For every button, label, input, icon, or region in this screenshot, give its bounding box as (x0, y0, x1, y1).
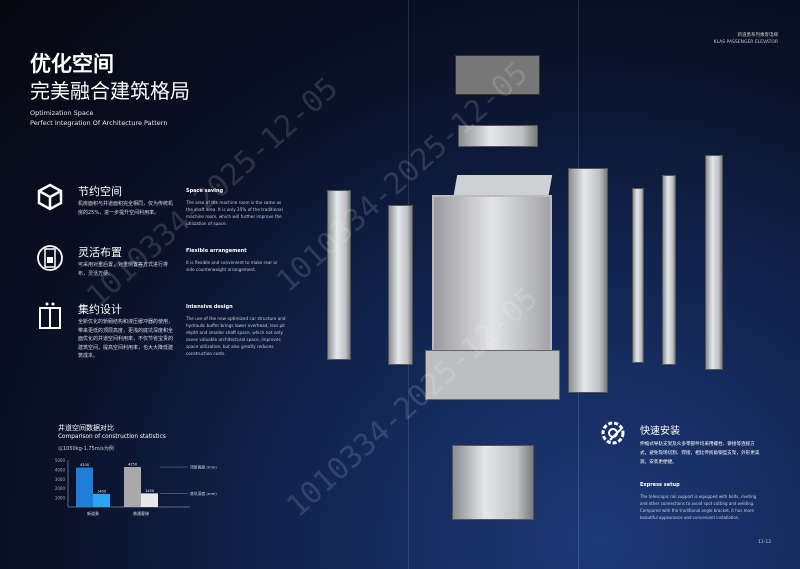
bar (93, 493, 110, 507)
bar (124, 467, 141, 507)
feature-en: Flexible arrangement It is flexible and c… (186, 248, 286, 273)
title-en2: Perfect Integration Of Architecture Patt… (30, 119, 168, 127)
cube-icon (37, 183, 63, 211)
feature-en-title: Space saving (186, 188, 224, 194)
title-line2: 完美融合建筑格局 (30, 79, 190, 103)
title-en1: Optimization Space (30, 109, 94, 117)
feature-en-text: The use of the new optimized car structu… (186, 316, 286, 356)
express-en-text: The telescopic rail support is equipped … (640, 494, 757, 520)
series-header: 新道勇系列乘客电梯 KLAS PASSENGER ELEVATOR (714, 32, 778, 46)
data-label: 1400 (97, 489, 106, 493)
title-line1: 优化空间 (30, 52, 114, 76)
chart-title: 井道空间数据对比 (58, 424, 114, 432)
header-cn: 新道勇系列乘客电梯 (737, 33, 779, 38)
elevator-car (432, 195, 552, 355)
express-text: 伸缩式导轨支架及众多零部件均采用螺栓、铆接等连接方式，避免现场切割、焊接，相比传… (640, 442, 760, 465)
feature-text: 可采用对重后置，对重侧置等方式进行排布，灵活方便。 (78, 262, 169, 277)
express-en-title: Express setup (640, 482, 680, 488)
x-tick-label: 新道勇 (87, 510, 99, 516)
chart-note: 以1050kg-1.75m/s为例 (58, 446, 114, 452)
side-panel (705, 155, 723, 370)
y-tick-label: 4000 (55, 467, 66, 472)
gear-wrench-icon (601, 421, 625, 445)
feature-en-text: It is flexible and convenient to make re… (186, 260, 278, 272)
side-panel (632, 188, 644, 363)
side-panel (568, 168, 608, 393)
apron-panel (452, 445, 534, 520)
title-en: Optimization Space Perfect Integration O… (30, 108, 167, 128)
y-tick-label: 2000 (55, 486, 66, 491)
elevator-door-icon (39, 302, 61, 329)
data-label: 4200 (80, 463, 89, 467)
y-tick-label: 1000 (55, 496, 66, 501)
bar (76, 467, 93, 507)
comparison-chart: 5000 4000 3000 2000 1000 4200 1400 新道勇 4250 1450 普… (55, 458, 217, 516)
side-panel (662, 175, 676, 365)
feature-en-title: Flexible arrangement (186, 248, 247, 254)
machine-unit (455, 55, 540, 95)
door-panel (327, 190, 351, 360)
data-label: 1450 (145, 489, 154, 493)
feature-title: 集约设计 (78, 303, 122, 316)
x-tick-label: 普通客梯 (133, 510, 149, 516)
elevator-circle-icon (37, 245, 63, 271)
feature-title: 节约空间 (78, 185, 122, 198)
feature-title: 灵活布置 (78, 246, 122, 259)
header-en: KLAS PASSENGER ELEVATOR (713, 40, 778, 45)
car-floor (425, 350, 560, 400)
data-label: 4250 (128, 463, 137, 467)
feature-en-title: Intensive design (186, 304, 233, 310)
y-tick-label: 5000 (55, 458, 66, 463)
feature-text: 全新优化的轿厢结构和液压缓冲器的使用，带来更低的顶层高度，更浅的底坑深度和全面优… (78, 319, 174, 359)
ceiling-panel (458, 125, 538, 147)
chart-subtitle: Comparison of construction statistics (58, 434, 166, 440)
legend-label: 顶层高度 (mm) (190, 465, 217, 470)
legend-label: 底坑深度 (mm) (190, 491, 217, 496)
y-tick-label: 3000 (55, 477, 66, 482)
feature-text: 机房面积与井道面积完全相同，仅为传统机房的25%，进一步提升空间利用率。 (78, 201, 174, 216)
page-number: 11-12 (758, 540, 772, 545)
express-title: 快速安装 (640, 426, 680, 437)
door-panel (388, 205, 413, 365)
bar (141, 493, 158, 507)
feature-en-text: The area of the machine room is the same… (186, 200, 283, 226)
